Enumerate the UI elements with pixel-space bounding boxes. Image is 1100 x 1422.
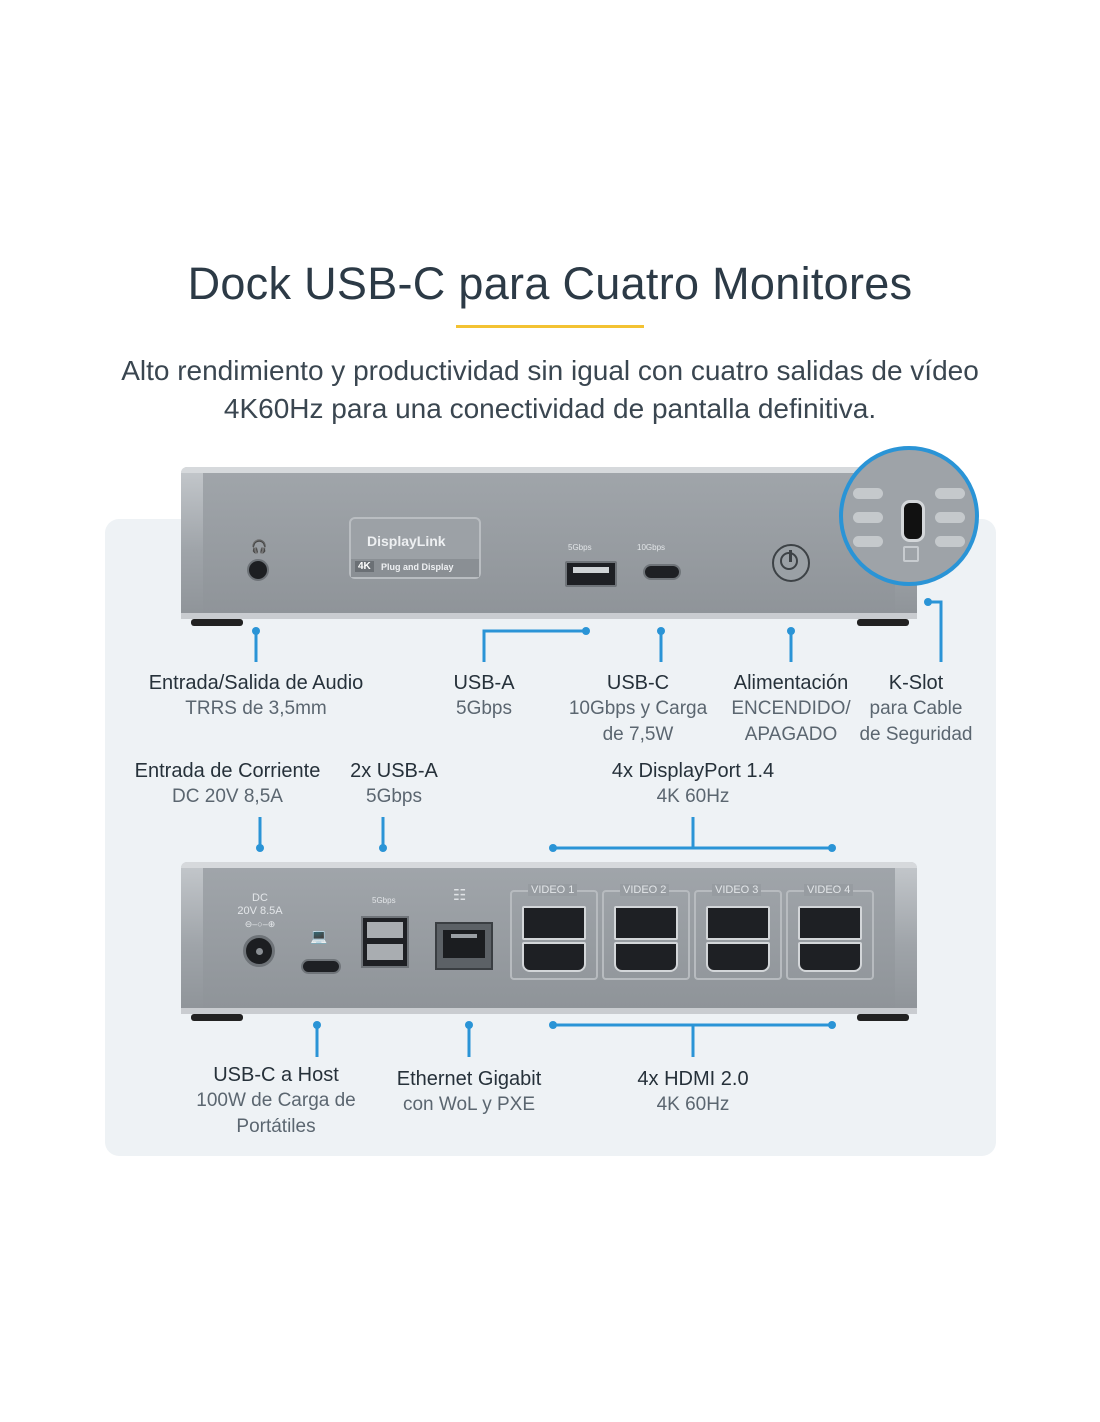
title-underline [456, 325, 644, 328]
rear-usba-speed: 5Gbps [372, 896, 396, 905]
video-group-1: VIDEO 1 [510, 884, 598, 980]
usb-a-port [565, 561, 617, 587]
video-group-2: VIDEO 2 [602, 884, 690, 980]
lock-icon [903, 546, 919, 562]
hdmi-port [706, 942, 770, 972]
rear-top-connectors [256, 817, 836, 852]
subtitle-line-2: 4K60Hz para una conectividad de pantalla… [223, 393, 877, 424]
label-kslot: K-Slot para Cable de Seguridad [859, 672, 973, 745]
front-connectors [252, 598, 943, 662]
dock-foot [191, 619, 243, 626]
label-usb-c: USB-C 10Gbps y Carga de 7,5W [568, 672, 708, 745]
label-audio: Entrada/Salida de Audio TRRS de 3,5mm [148, 672, 364, 719]
power-button [772, 544, 810, 582]
hdmi-port [614, 942, 678, 972]
video-label: VIDEO 4 [804, 884, 854, 896]
hdmi-port [522, 942, 586, 972]
label-displayport: 4x DisplayPort 1.4 4K 60Hz [611, 760, 775, 807]
usbc-speed-label: 10Gbps [637, 543, 666, 552]
video-group-4: VIDEO 4 [786, 884, 874, 980]
diagram-panel [105, 519, 996, 1156]
hdmi-port [798, 942, 862, 972]
dock-foot [191, 1014, 243, 1021]
ethernet-port [435, 922, 493, 970]
dc-label: DC 20V 8.5A ⊖–○–⊕ [237, 892, 283, 929]
usba-speed-label: 5Gbps [568, 543, 592, 552]
logo-4k: 4K [355, 561, 374, 572]
audio-jack [247, 559, 269, 581]
label-hdmi: 4x HDMI 2.0 4K 60Hz [637, 1068, 749, 1115]
dc-power-jack [243, 935, 275, 967]
video-label: VIDEO 3 [712, 884, 762, 896]
dock-foot [857, 1014, 909, 1021]
label-usb-c-host: USB-C a Host 100W de Carga de Portátiles [196, 1064, 356, 1137]
dual-usb-a-ports [361, 916, 409, 968]
label-usb-a: USB-A 5Gbps [453, 672, 515, 719]
dock-foot [857, 619, 909, 626]
logo-subtext: Plug and Display [381, 562, 454, 572]
label-2x-usb-a: 2x USB-A 5Gbps [350, 760, 438, 807]
page-title: Dock USB-C para Cuatro Monitores [187, 258, 913, 309]
video-label: VIDEO 1 [528, 884, 578, 896]
label-dc-in: Entrada de Corriente DC 20V 8,5A [134, 760, 321, 807]
displayport-port [522, 906, 586, 940]
displayport-port [798, 906, 862, 940]
video-label: VIDEO 2 [620, 884, 670, 896]
displayport-port [706, 906, 770, 940]
headphone-icon: 🎧 [251, 539, 268, 554]
displaylink-logo: DisplayLink 4K Plug and Display [349, 517, 481, 579]
label-power: Alimentación ENCENDIDO/ APAGADO [731, 672, 851, 745]
subtitle-line-1: Alto rendimiento y productividad sin igu… [121, 355, 979, 386]
front-dock: 🎧 DisplayLink 4K Plug and Display 5Gbps … [181, 467, 917, 619]
label-ethernet: Ethernet Gigabit con WoL y PXE [396, 1068, 542, 1115]
rear-dock: DC 20V 8.5A ⊖–○–⊕ 💻 5Gbps ☷ VIDEO 1 VIDE… [181, 862, 917, 1014]
laptop-icon: 💻 [310, 928, 328, 944]
rear-bottom-connectors [313, 1021, 836, 1057]
displayport-port [614, 906, 678, 940]
usb-c-port [643, 564, 681, 580]
kslot-zoom [839, 446, 979, 586]
logo-text: DisplayLink [367, 533, 446, 549]
video-group-3: VIDEO 3 [694, 884, 782, 980]
network-icon: ☷ [453, 887, 467, 904]
kslot-hole [901, 500, 925, 542]
usb-c-host-port [301, 959, 341, 974]
